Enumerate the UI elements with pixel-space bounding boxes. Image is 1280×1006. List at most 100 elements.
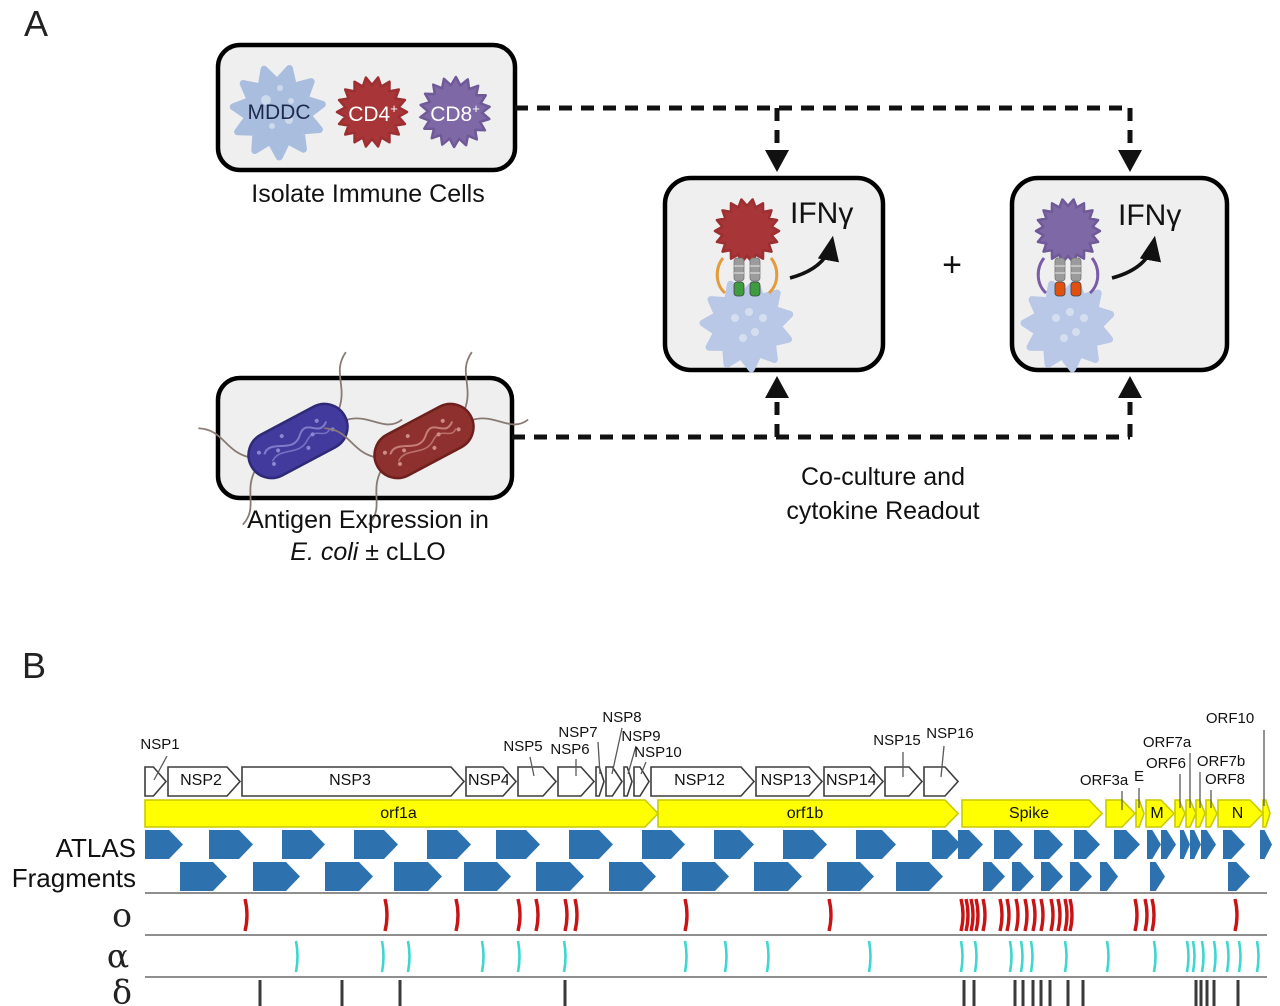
- gene-label-NSP7: NSP7: [558, 724, 598, 741]
- mutation-mark: [1056, 898, 1062, 932]
- atlas-fragment: [569, 830, 613, 859]
- flagellum: [198, 427, 251, 459]
- mutation-mark: [1049, 898, 1055, 932]
- flagellum: [324, 427, 377, 459]
- atlas-fragment: [394, 862, 442, 891]
- atlas-fragment: [783, 830, 827, 859]
- mutation-mark: [1237, 940, 1242, 973]
- flagellum: [337, 351, 347, 411]
- mutation-mark: [981, 898, 987, 932]
- gene-label-M: M: [1150, 805, 1164, 822]
- gene-label-NSP4: NSP4: [468, 772, 508, 789]
- bacterium-dot: [432, 445, 437, 450]
- mutation-mark: [516, 898, 522, 932]
- bacterium-dot: [310, 432, 315, 437]
- gene-leader-NSP9: [627, 745, 637, 775]
- mutation-mark: [974, 898, 980, 932]
- mutation-mark: [1023, 898, 1029, 932]
- bacterium-dot: [314, 418, 319, 423]
- atlas-fragment: [642, 830, 685, 859]
- atlas-fragment: [1228, 862, 1250, 891]
- mutation-mark: [480, 940, 485, 973]
- atlas-fragment: [180, 862, 227, 891]
- atlas-fragment: [1190, 830, 1201, 859]
- atlas-fragment: [994, 830, 1023, 859]
- coculture1-arc: [767, 257, 779, 295]
- gene-NSP12: [650, 766, 756, 797]
- gene-NSP4: [465, 766, 518, 797]
- mutation-mark: [683, 898, 689, 932]
- mutation-mark: [383, 898, 389, 932]
- atlas-fragment: [145, 830, 183, 859]
- mutation-mark: [573, 898, 579, 932]
- variant-label-omicron: o: [112, 895, 132, 935]
- ecoli-blue-icon: [198, 351, 403, 526]
- mutation-mark: [1063, 940, 1068, 973]
- mutation-mark: [1185, 940, 1190, 973]
- gene-label-orf1a: orf1a: [380, 805, 417, 822]
- gene-label-NSP14: NSP14: [826, 772, 875, 789]
- gene-label-Spike: Spike: [1008, 805, 1050, 822]
- atlas-fragment: [754, 862, 802, 891]
- atlas-fragment: [1201, 830, 1216, 859]
- mutation-mark: [1063, 898, 1069, 932]
- gene-leader-NSP5: [529, 756, 535, 777]
- mutation-mark: [827, 898, 833, 932]
- coculture1-receptor-stalk: [733, 257, 745, 282]
- gene-label-NSP1: NSP1: [140, 736, 180, 753]
- cd4-text: CD4: [348, 103, 391, 126]
- mutation-mark: [1150, 898, 1156, 932]
- atlas-fragment: [536, 862, 584, 891]
- mddc-speckle: [277, 85, 283, 91]
- bacterium-dot: [405, 434, 410, 439]
- flagellum: [463, 351, 473, 411]
- gene-orf1a: [144, 799, 660, 828]
- coculture2-receptor-stalk: [1054, 257, 1066, 282]
- gene-NSP6: [557, 766, 596, 797]
- mutation-mark: [1225, 940, 1230, 973]
- mutation-mark: [1068, 898, 1074, 932]
- mutation-mark: [406, 940, 411, 973]
- atlas-fragment: [253, 862, 300, 891]
- variant-label-delta: δ: [112, 972, 132, 1006]
- atlas-fragment: [325, 862, 373, 891]
- mutation-mark: [867, 940, 872, 973]
- mutation-mark: [534, 898, 540, 932]
- mutation-mark: [1029, 940, 1034, 973]
- atlas-fragment: [1114, 830, 1140, 859]
- mutation-mark: [243, 898, 249, 932]
- gene-NSP5: [517, 766, 558, 797]
- mutation-mark: [1255, 940, 1260, 973]
- gene-label-NSP13: NSP13: [760, 772, 812, 789]
- mutation-mark: [973, 940, 978, 973]
- gene-label-NSP5: NSP5: [503, 738, 543, 755]
- coculture2-dc-speckle: [1066, 308, 1074, 316]
- gene-N: [1217, 799, 1265, 828]
- gene-label-ORF3a: ORF3a: [1079, 772, 1129, 789]
- gene-leader-NSP8: [611, 727, 623, 775]
- gene-E: [1135, 799, 1145, 828]
- atlas-fragment: [496, 830, 540, 859]
- coculture-caption-line2: cytokine Readout: [786, 497, 980, 525]
- mutation-mark: [1152, 940, 1157, 973]
- ecoli-red-icon: [324, 351, 529, 526]
- gene-leader-NSP7: [597, 741, 601, 775]
- coculture1-dc-speckle: [745, 308, 753, 316]
- gene-ORF7b: [1195, 799, 1206, 828]
- antigen-caption-line2: E. coli ± cLLO: [193, 538, 543, 566]
- mutation-mark: [765, 940, 770, 973]
- coculture2-receptor-foot: [1054, 281, 1066, 297]
- coculture1-dc-speckle: [751, 328, 759, 336]
- gene-label-NSP8: NSP8: [602, 709, 642, 726]
- gene-label-ORF6: ORF6: [1145, 755, 1187, 772]
- ifn-gamma-label-1: IFNγ: [790, 197, 854, 230]
- coculture2-dc-speckle: [1060, 334, 1068, 342]
- atlas-fragment: [1161, 830, 1176, 859]
- atlas-label-line1: ATLAS: [55, 833, 136, 863]
- cd4-sup: +: [390, 101, 398, 116]
- gene-label-E: E: [1133, 768, 1145, 785]
- mddc-text: MDDC: [247, 101, 311, 124]
- coculture2-receptor-foot: [1070, 281, 1082, 297]
- cd8-cell-label: CD8+: [420, 101, 490, 127]
